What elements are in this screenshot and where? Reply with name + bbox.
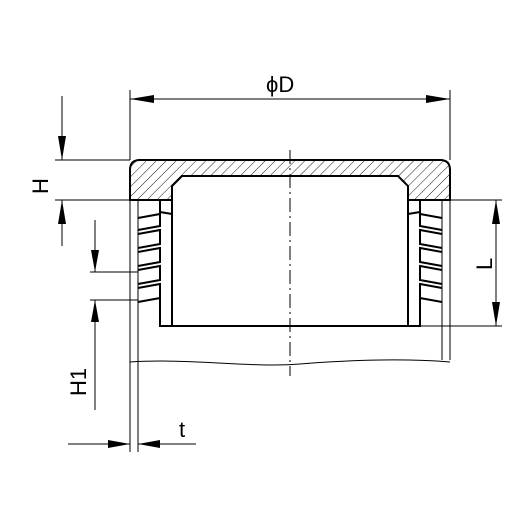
height1-dimension: H1 bbox=[66, 220, 138, 410]
tube-break-line bbox=[129, 359, 451, 366]
cap-top-hatched bbox=[129, 159, 451, 201]
height-dimension: H bbox=[28, 96, 130, 246]
thickness-label: t bbox=[179, 417, 185, 442]
cap-section bbox=[129, 159, 451, 201]
height-label: H bbox=[28, 178, 53, 194]
diameter-dimension: ϕD bbox=[129, 72, 451, 160]
tube-walls bbox=[129, 200, 451, 366]
thickness-dimension: t bbox=[68, 360, 196, 452]
left-ribs bbox=[130, 199, 173, 327]
diameter-label: ϕD bbox=[266, 72, 294, 97]
length-dimension: L bbox=[420, 199, 502, 327]
length-label: L bbox=[472, 258, 497, 270]
height1-label: H1 bbox=[66, 368, 91, 396]
right-ribs bbox=[407, 199, 450, 327]
